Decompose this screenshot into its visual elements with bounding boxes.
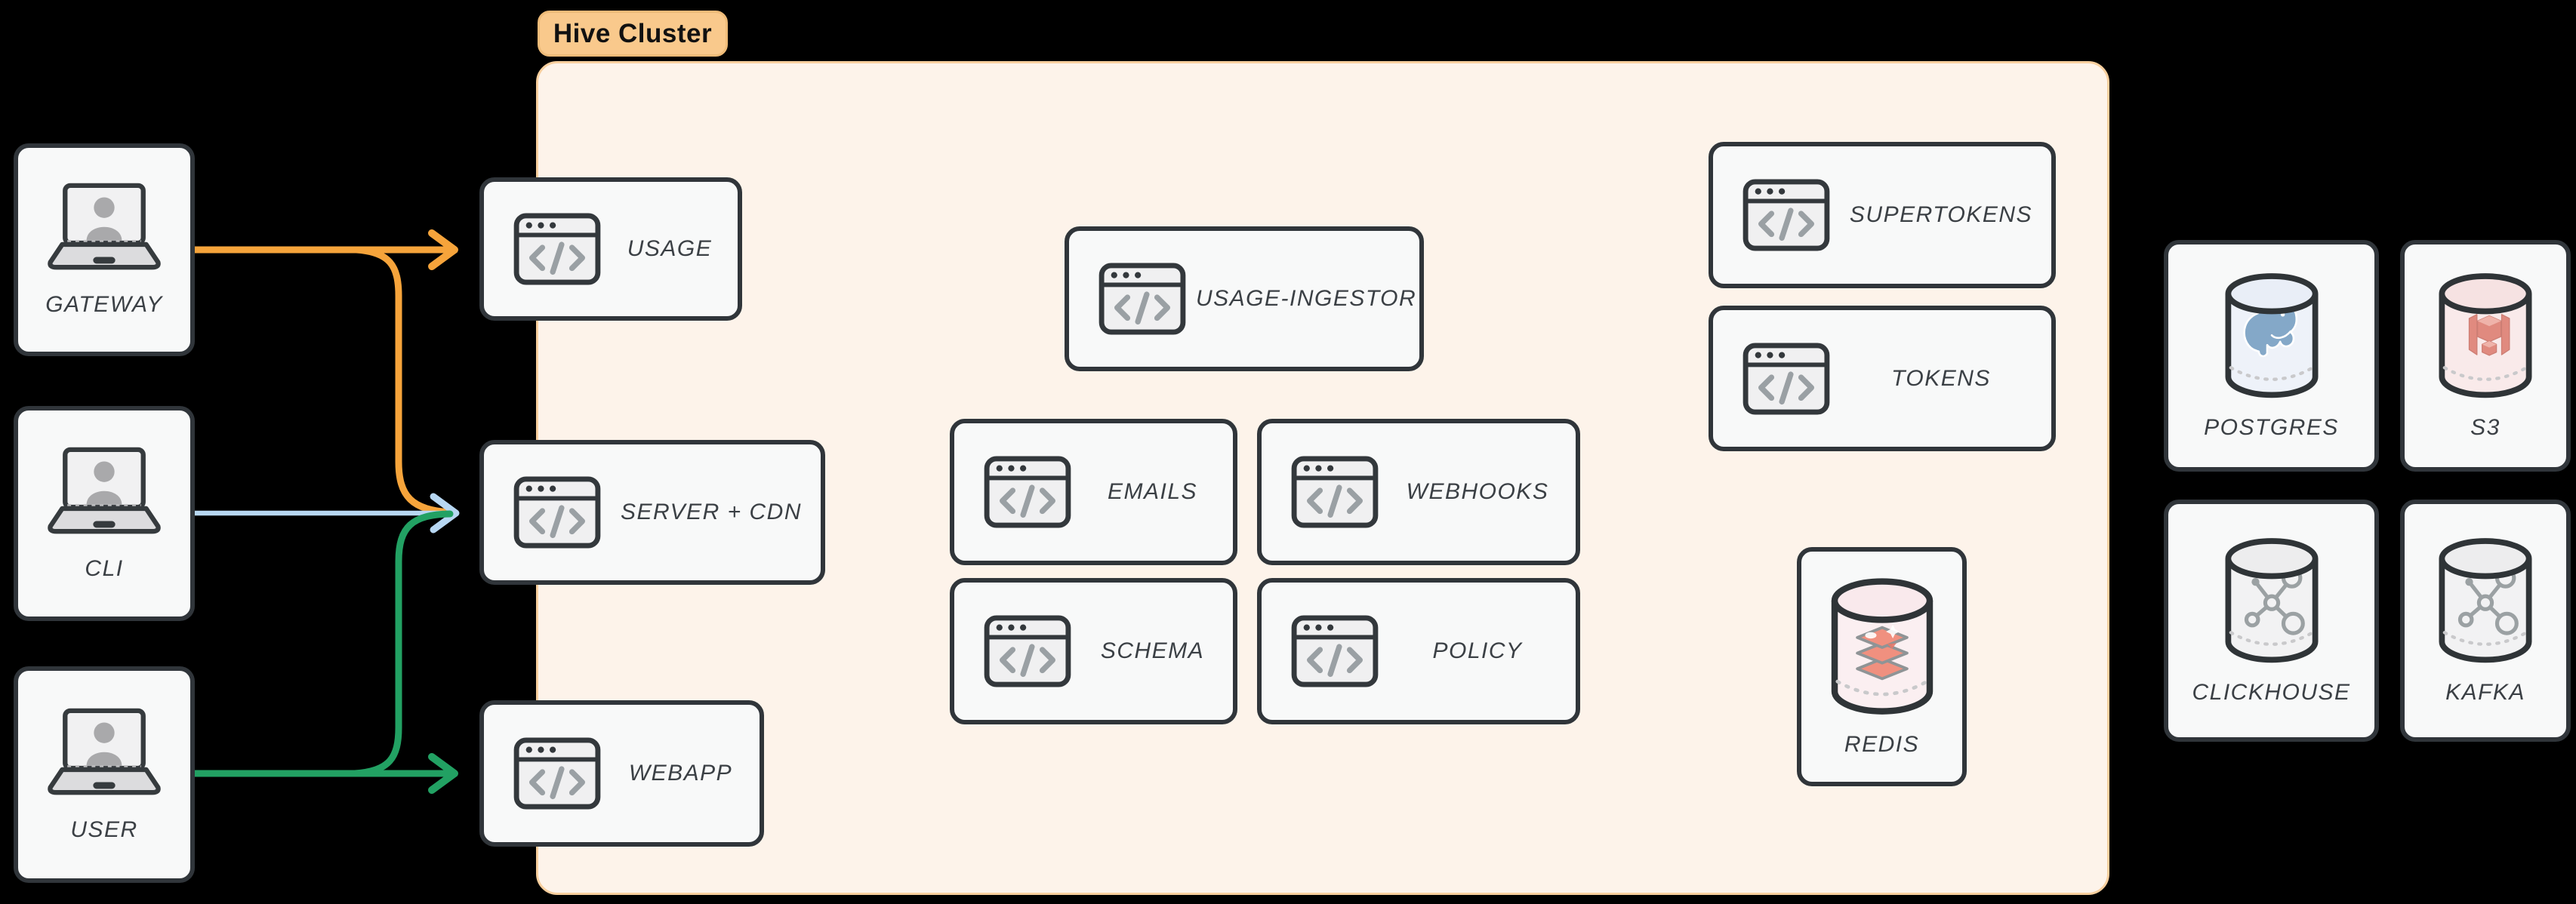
laptop-user-icon	[42, 707, 167, 799]
node-label: EMAILS	[1107, 479, 1198, 504]
edge-user-server-branch	[351, 510, 454, 777]
code-window-icon	[983, 614, 1072, 688]
node-usage-ingestor: USAGE-INGESTOR	[1065, 226, 1424, 371]
node-label: KAFKA	[2445, 679, 2525, 705]
node-label: USER	[70, 816, 138, 842]
code-window-icon	[1290, 614, 1379, 688]
node-label: CLI	[85, 555, 124, 581]
node-user: USER	[14, 666, 195, 883]
node-label: POSTGRES	[2204, 414, 2339, 440]
node-label: S3	[2470, 414, 2501, 440]
node-label: WEBHOOKS	[1406, 479, 1549, 504]
s3-database-icon	[2436, 272, 2534, 401]
node-label: REDIS	[1844, 731, 1920, 757]
redis-database-icon	[1829, 577, 1936, 718]
code-window-icon	[1290, 455, 1379, 529]
node-redis: REDIS	[1797, 547, 1967, 786]
node-clickhouse: CLICKHOUSE	[2164, 500, 2379, 742]
node-label: GATEWAY	[45, 292, 163, 317]
node-label: CLICKHOUSE	[2192, 679, 2351, 705]
node-tokens: TOKENS	[1709, 306, 2056, 451]
node-usage: USAGE	[479, 177, 742, 321]
code-window-icon	[983, 455, 1072, 529]
node-label: USAGE	[627, 236, 713, 261]
node-schema: SCHEMA	[950, 578, 1237, 724]
node-server-cdn: SERVER + CDN	[479, 440, 825, 585]
edge-gateway-server-branch	[353, 246, 454, 516]
code-window-icon	[1742, 178, 1831, 252]
code-window-icon	[513, 212, 602, 286]
node-label: WEBAPP	[628, 761, 733, 786]
postgres-database-icon	[2223, 272, 2321, 401]
code-window-icon	[1742, 342, 1831, 416]
node-supertokens: SUPERTOKENS	[1709, 142, 2056, 288]
node-s3: S3	[2400, 240, 2571, 472]
edge-cli-server-arrowhead	[430, 493, 460, 533]
laptop-user-icon	[42, 446, 167, 538]
molecule-database-icon	[2436, 537, 2534, 666]
node-label: POLICY	[1432, 638, 1523, 663]
node-webhooks: WEBHOOKS	[1257, 419, 1580, 565]
laptop-user-icon	[42, 182, 167, 274]
hive-cluster-label: Hive Cluster	[538, 11, 728, 57]
edge-gateway-usage-arrowhead	[428, 229, 458, 270]
node-label: SUPERTOKENS	[1849, 202, 2033, 227]
node-gateway: GATEWAY	[14, 143, 195, 356]
node-policy: POLICY	[1257, 578, 1580, 724]
code-window-icon	[513, 475, 602, 549]
code-window-icon	[513, 736, 602, 810]
molecule-database-icon	[2223, 537, 2321, 666]
node-kafka: KAFKA	[2400, 500, 2571, 742]
node-label: USAGE-INGESTOR	[1196, 286, 1417, 311]
code-window-icon	[1098, 262, 1187, 336]
node-postgres: POSTGRES	[2164, 240, 2379, 472]
node-label: SCHEMA	[1100, 638, 1205, 663]
node-webapp: WEBAPP	[479, 700, 764, 847]
node-label: SERVER + CDN	[620, 500, 802, 524]
node-cli: CLI	[14, 406, 195, 621]
node-emails: EMAILS	[950, 419, 1237, 565]
node-label: TOKENS	[1891, 365, 1991, 391]
edge-user-webapp-arrowhead	[428, 753, 458, 794]
